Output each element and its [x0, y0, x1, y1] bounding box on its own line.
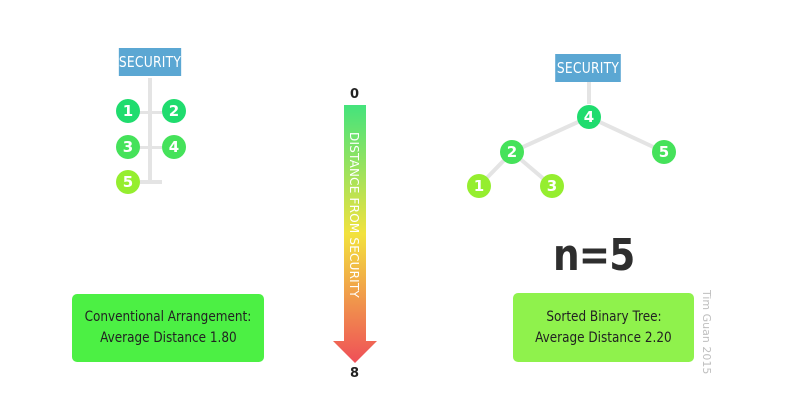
- right-node-3: 3: [540, 174, 564, 198]
- right-node-2: 2: [500, 140, 524, 164]
- author-credit: Tim Guan 2015: [700, 290, 713, 375]
- right-result-line1: Sorted Binary Tree:: [545, 308, 662, 325]
- left-node-3: 3: [116, 135, 140, 159]
- left-base-line: [140, 180, 162, 184]
- left-result-box: Conventional Arrangement: Average Distan…: [72, 294, 264, 362]
- right-security-label: SECURITY: [556, 59, 620, 77]
- scale-label: DISTANCE FROM SECURITY: [347, 132, 361, 298]
- distance-arrow: [333, 105, 377, 363]
- right-node-5: 5: [652, 140, 676, 164]
- left-result-line1: Conventional Arrangement:: [84, 309, 252, 325]
- right-result-line2: Average Distance 2.20: [535, 329, 672, 346]
- left-security-box: SECURITY: [118, 48, 182, 76]
- left-branch-line-1: [138, 111, 162, 114]
- scale-bottom-value: 8: [350, 366, 360, 381]
- right-node-4: 4: [577, 105, 601, 129]
- n-label: n=5: [553, 230, 635, 281]
- left-trunk-line: [148, 78, 152, 184]
- right-result-box: Sorted Binary Tree: Average Distance 2.2…: [513, 293, 694, 362]
- left-security-label: SECURITY: [118, 53, 182, 71]
- left-node-2: 2: [162, 99, 186, 123]
- left-branch-line-2: [138, 146, 162, 149]
- scale-top-value: 0: [350, 87, 360, 102]
- left-node-1: 1: [116, 99, 140, 123]
- right-security-box: SECURITY: [555, 54, 621, 82]
- left-result-line2: Average Distance 1.80: [99, 330, 237, 346]
- left-node-5: 5: [116, 170, 140, 194]
- right-node-1: 1: [467, 174, 491, 198]
- left-node-4: 4: [162, 135, 186, 159]
